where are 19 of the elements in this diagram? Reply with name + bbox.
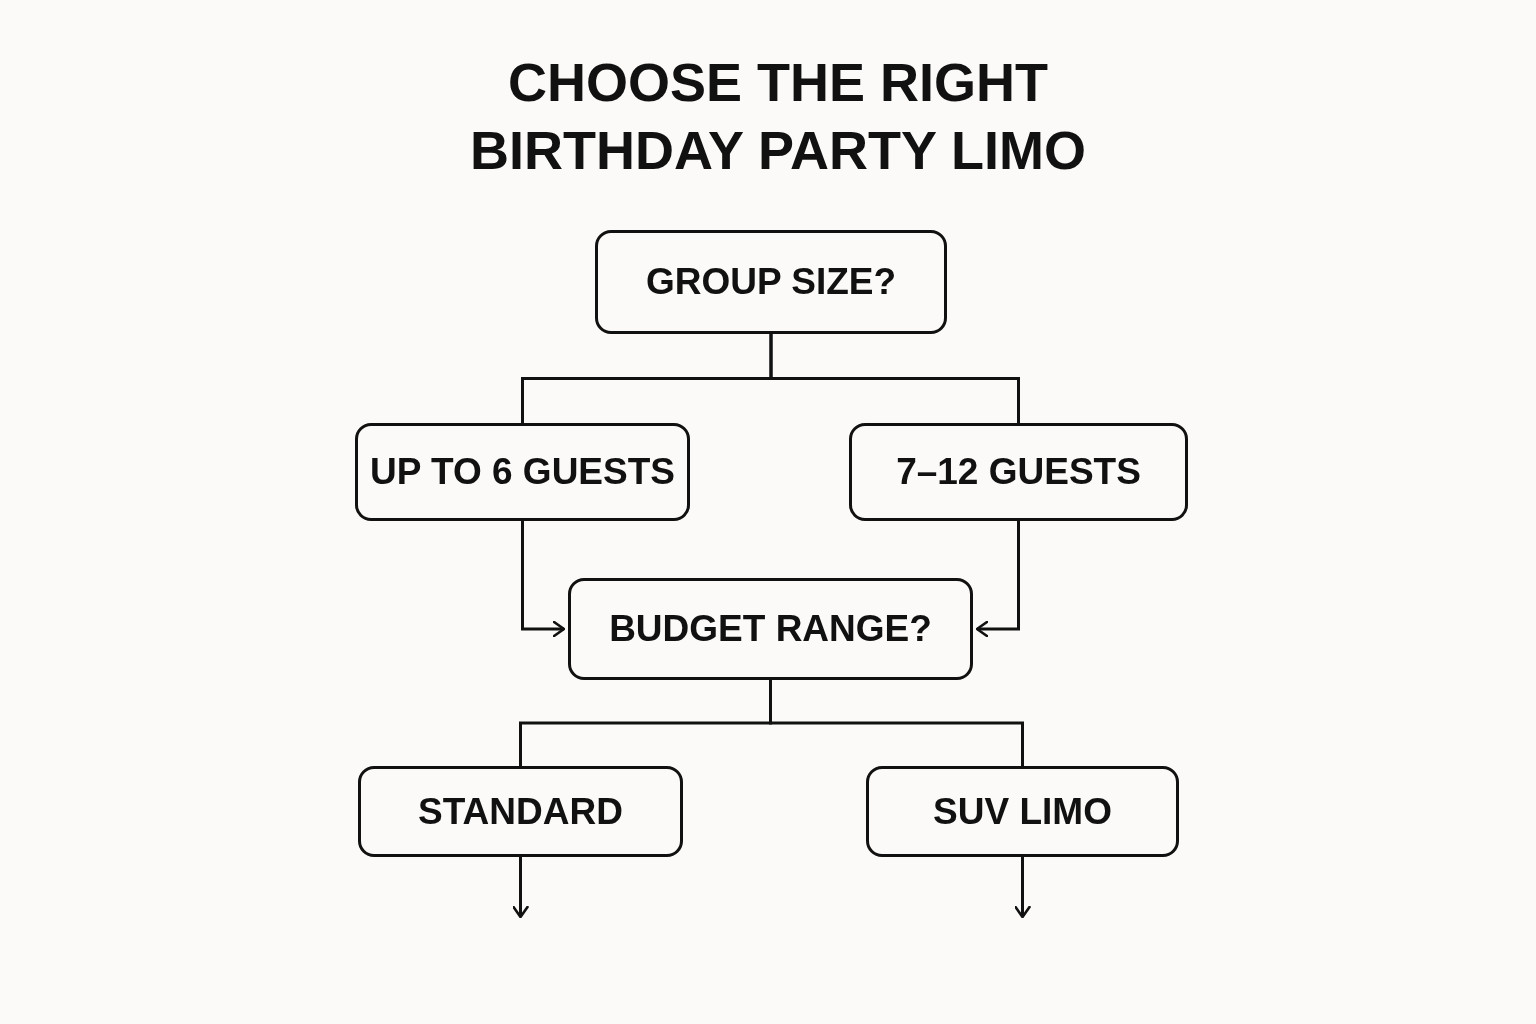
arrow bbox=[1014, 857, 1031, 919]
flowchart-step bbox=[849, 423, 1188, 521]
connector-line bbox=[769, 334, 1020, 423]
step-label: SUV LIMO bbox=[933, 789, 1112, 834]
connector-line bbox=[769, 680, 1024, 766]
flowchart-step bbox=[568, 578, 973, 680]
arrow bbox=[975, 521, 1020, 638]
flowchart-step bbox=[358, 766, 683, 857]
step-label: 7–12 GUESTS bbox=[896, 450, 1141, 494]
flowchart-step bbox=[866, 766, 1179, 857]
title: CHOOSE THE RIGHT BIRTHDAY PARTY LIMO bbox=[468, 51, 1088, 182]
step-label: GROUP SIZE? bbox=[645, 260, 897, 304]
flowchart-step bbox=[355, 423, 690, 521]
arrow bbox=[512, 857, 529, 919]
flowchart-step bbox=[595, 230, 947, 334]
step-label: STANDARD bbox=[418, 789, 623, 834]
arrow bbox=[521, 521, 566, 638]
step-label: BUDGET RANGE? bbox=[609, 607, 932, 651]
step-label: UP TO 6 GUESTS bbox=[370, 450, 675, 494]
